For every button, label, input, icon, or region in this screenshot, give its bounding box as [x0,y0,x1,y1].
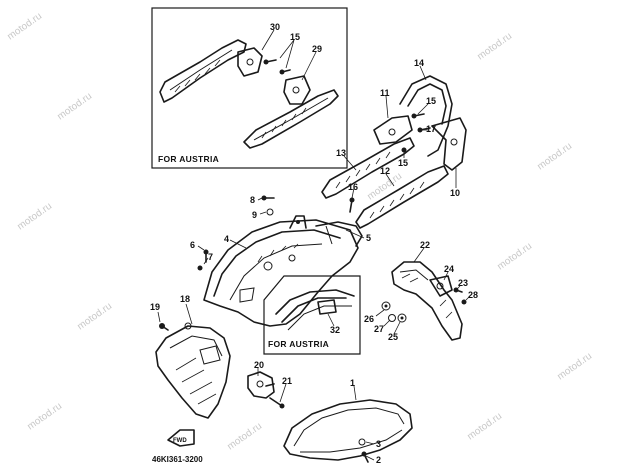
bracket [237,47,263,77]
fwd-label: FWD [173,438,187,444]
inset-austria-grab-rail: FOR AUSTRIA 30 15 29 [151,7,348,169]
part-number-29: 28 [468,290,478,300]
fwd-marker: FWD [167,429,195,447]
fender-front [283,399,413,461]
bracket-21-assembly: 20 21 [247,360,292,409]
watermark: motod.ru [75,301,114,333]
watermark: motod.ru [25,401,64,433]
license-bracket: 22 24 23 28 26 27 25 [364,240,478,342]
part-number-14: 14 [414,58,424,68]
grab-bar-right [355,165,449,229]
watermark: motod.ru [495,241,534,273]
part-number-20: 19 [150,302,160,312]
part-number-2: 2 [376,455,381,465]
carrier-assembly: 14 11 15 17 15 13 12 10 16 [321,58,467,229]
watermark: motod.ru [465,411,504,443]
part-number-9: 9 [252,210,257,220]
part-number-22: 21 [282,376,292,386]
part-number-1: 1 [350,378,355,388]
part-number-15b: 15 [398,158,408,168]
part-number-23: 22 [420,240,430,250]
part-number-32: 32 [330,325,340,335]
inset-austria-fender: FOR AUSTRIA 32 [263,275,361,355]
watermark: motod.ru [475,31,514,63]
part-number-11: 11 [380,88,390,98]
part-number-25: 24 [444,264,454,274]
part-number-15: 15 [290,32,300,42]
mud-flap: 18 19 [150,294,231,419]
fender-body [203,219,359,327]
fender-extension [315,221,363,247]
part-number-19: 18 [180,294,190,304]
rear-fender: 8 9 4 5 6 7 [190,195,371,327]
part-number-3: 3 [376,439,381,449]
part-number-10: 10 [450,188,460,198]
left-bracket [373,115,413,145]
grab-rail-left [159,39,247,103]
bracket-21 [247,371,275,399]
part-number-12: 12 [380,166,390,176]
part-number-18: 17 [426,124,436,134]
part-number-27: 26 [364,314,374,324]
part-number-13: 13 [336,148,346,158]
watermark: motod.ru [225,421,264,453]
part-number-6: 6 [190,240,195,250]
part-number-24: 23 [458,278,468,288]
fender-1: 1 3 2 [283,378,413,465]
bracket-23 [391,261,463,341]
grab-bar-left [321,137,415,199]
part-number-4: 4 [224,234,229,244]
part-number-16: 15 [426,96,436,106]
part-number-21: 20 [254,360,264,370]
inset-label: FOR AUSTRIA [158,154,219,164]
part-number-28: 27 [374,324,384,334]
part-number-17: 16 [348,182,358,192]
watermark: motod.ru [5,11,44,43]
flap-19 [155,325,231,419]
part-number-31: 30 [270,22,280,32]
watermark: motod.ru [535,141,574,173]
grab-rail-right [243,89,339,149]
part-number-30: 29 [312,44,322,54]
part-number-5: 5 [366,233,371,243]
watermark: motod.ru [55,91,94,123]
watermark: motod.ru [15,201,54,233]
diagram-code: 46KI361-3200 [152,455,203,464]
side-bracket [431,117,467,171]
part-number-26: 25 [388,332,398,342]
watermark: motod.ru [555,351,594,383]
inset-label: FOR AUSTRIA [268,339,329,349]
part-number-7: 7 [208,252,213,262]
bracket-rear [283,75,311,105]
part-number-8: 8 [250,195,255,205]
carrier-frame [399,75,453,157]
